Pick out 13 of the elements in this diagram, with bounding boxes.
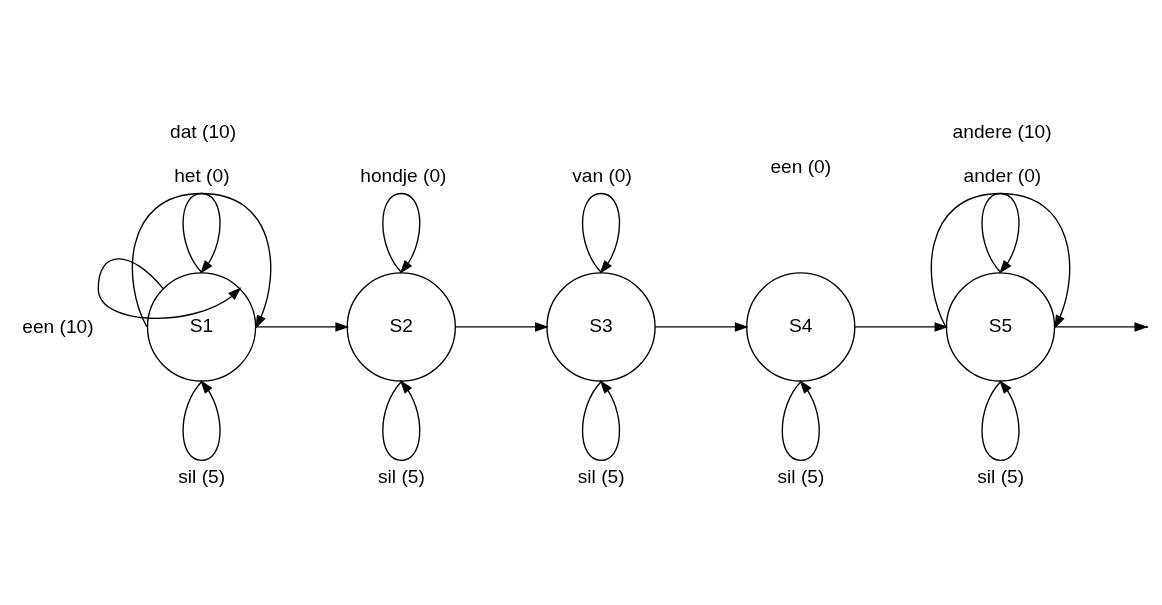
edge-label: hondje (0): [360, 164, 447, 186]
edge-label: andere (10): [952, 120, 1052, 142]
edge-label: dat (10): [170, 120, 237, 142]
edge-label: ander (0): [963, 164, 1042, 186]
edge-label: sil (5): [577, 465, 625, 487]
edge-label: een (10): [22, 315, 94, 337]
edge-label: sil (5): [777, 465, 825, 487]
edge-label: sil (5): [977, 465, 1025, 487]
label: een (0): [770, 155, 832, 177]
edge-label: van (0): [572, 164, 632, 186]
edge-label: sil (5): [378, 465, 425, 487]
edge-label: het (0): [174, 164, 230, 186]
edge-label: sil (5): [178, 465, 226, 487]
